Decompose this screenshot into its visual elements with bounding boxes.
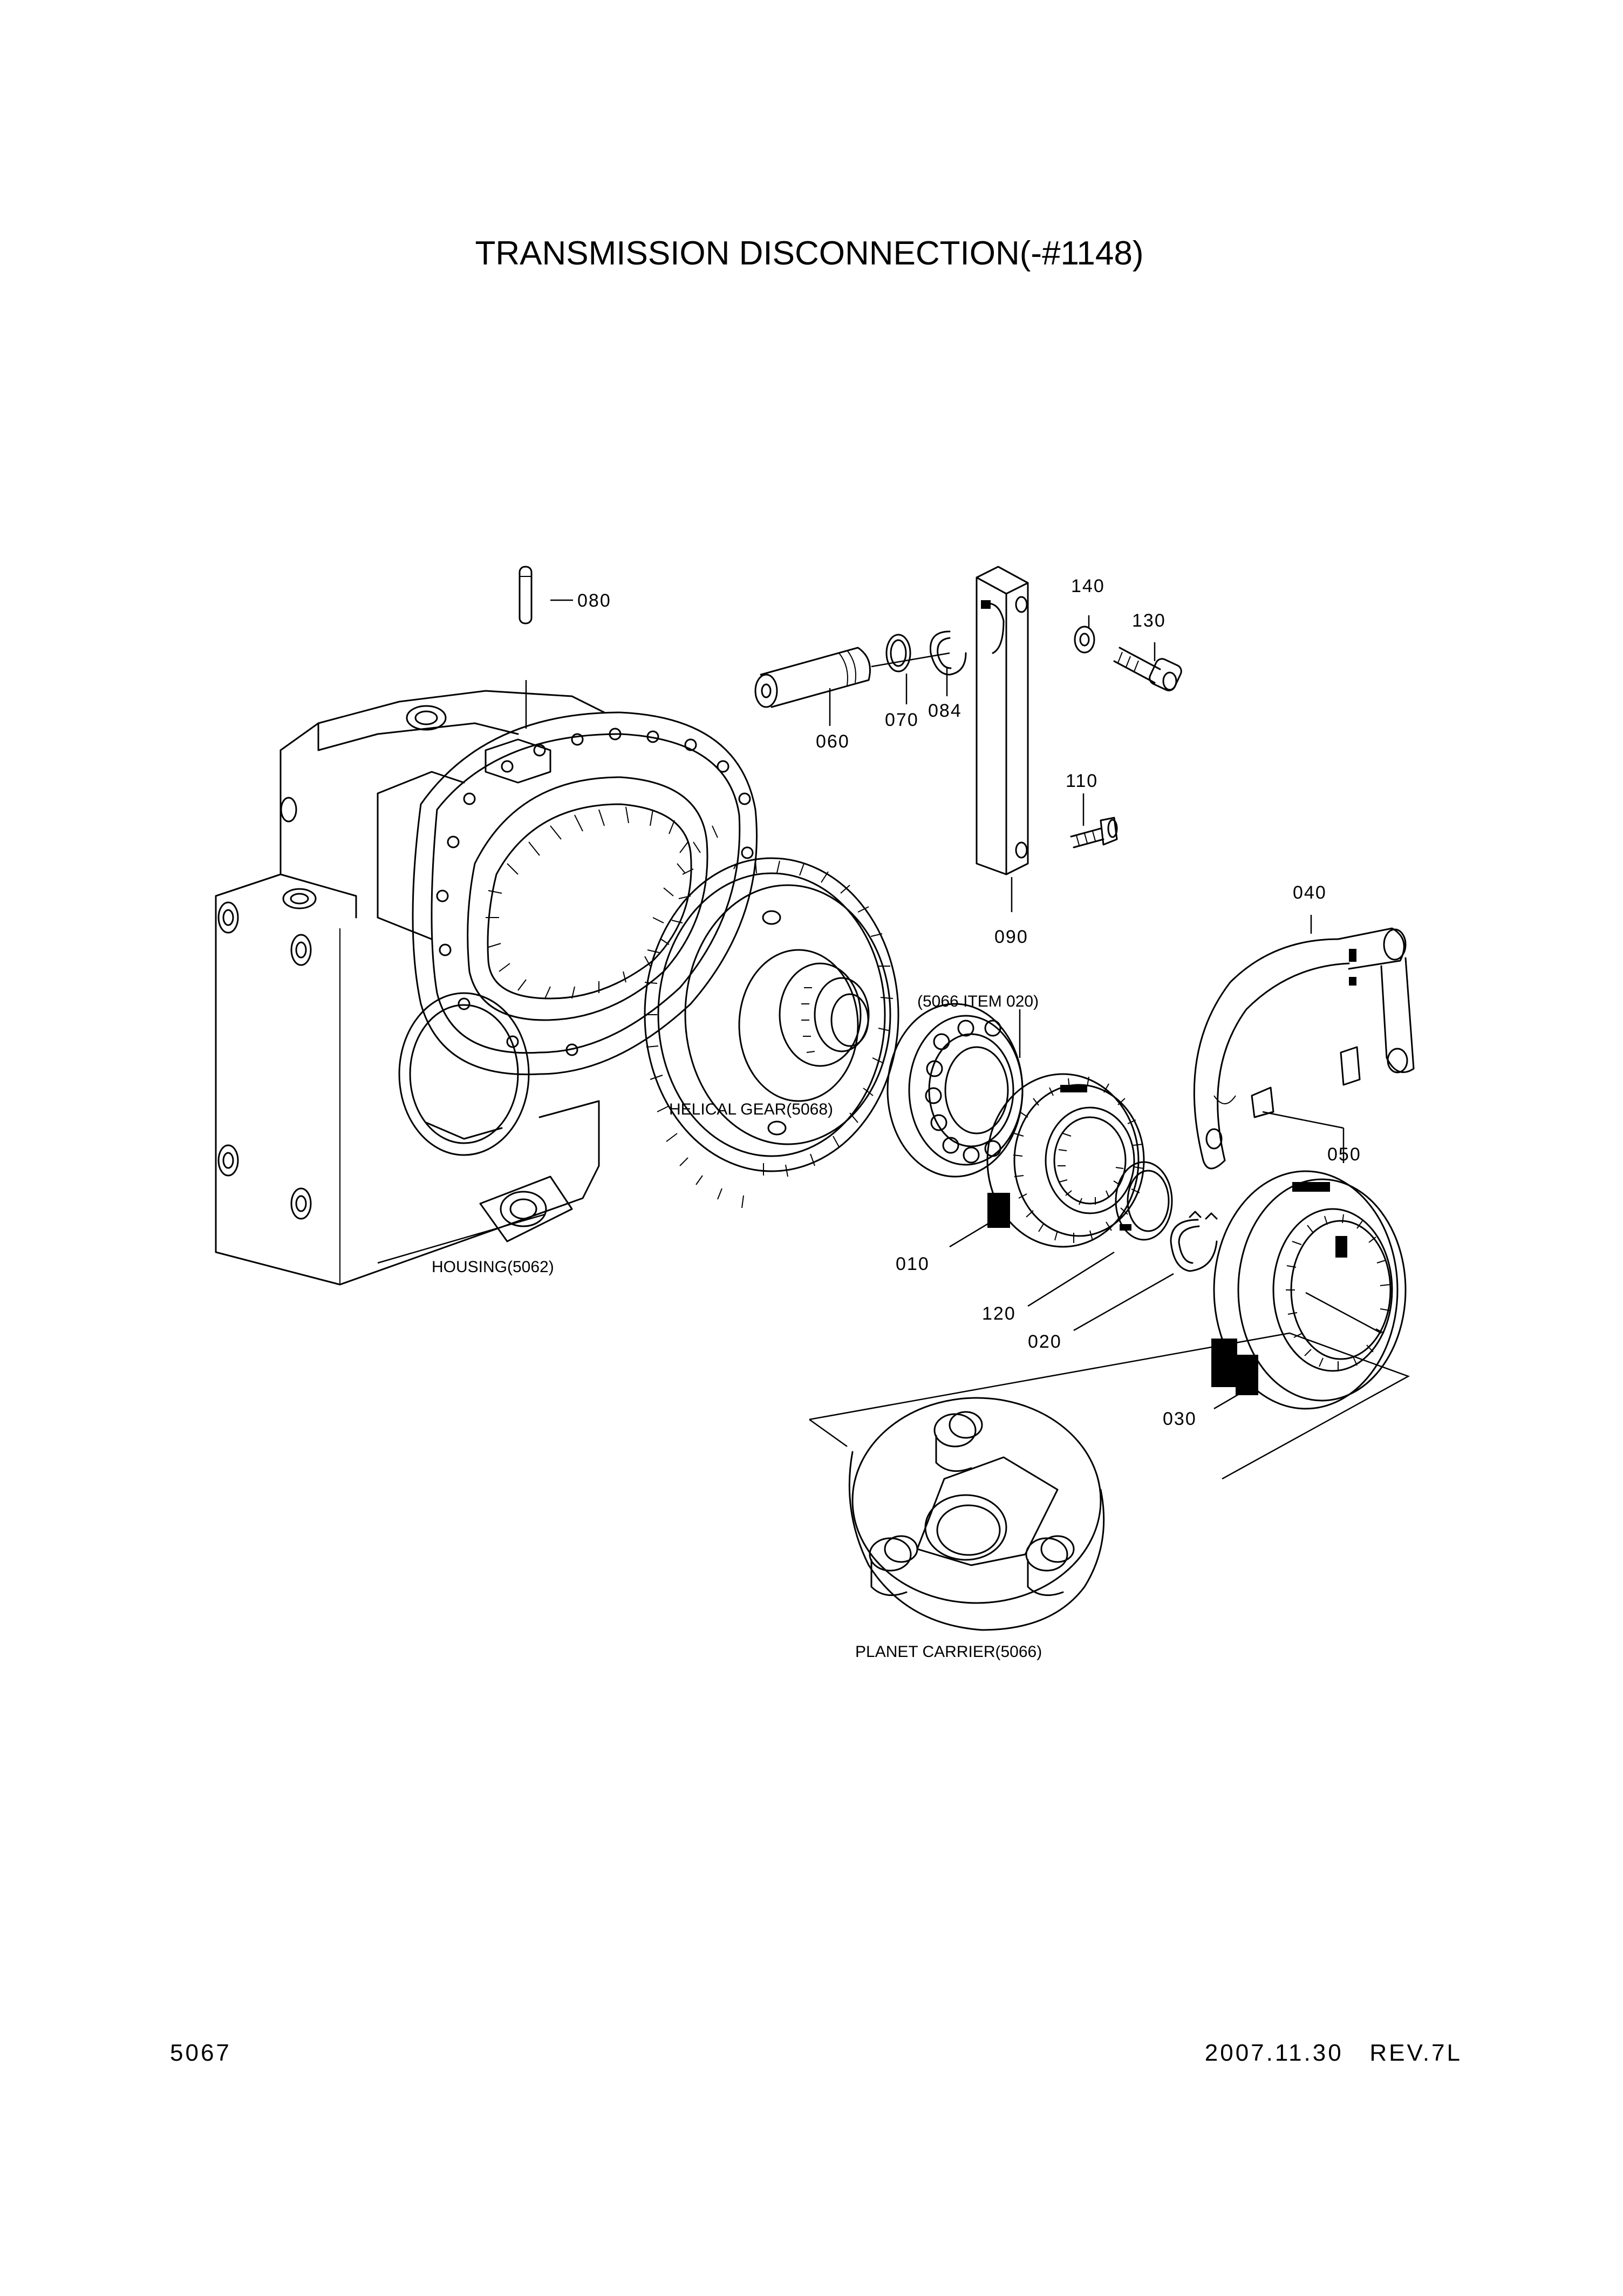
label-helical-gear: HELICAL GEAR(5068) <box>669 1101 833 1118</box>
oring-070-drawing <box>885 634 911 673</box>
label-050: 050 <box>1327 1144 1361 1165</box>
ring-020-drawing <box>1170 1211 1218 1272</box>
hub-010-drawing <box>986 1073 1145 1248</box>
label-040: 040 <box>1293 882 1327 903</box>
label-110: 110 <box>1066 771 1098 791</box>
label-080: 080 <box>577 590 611 611</box>
label-bearing-ref: (5066 ITEM 020) <box>917 993 1039 1010</box>
label-planet-carrier: PLANET CARRIER(5066) <box>855 1643 1042 1661</box>
leader-lines <box>377 599 1382 1410</box>
ring-120-drawing <box>1115 1161 1173 1241</box>
sleeve-030-drawing <box>1211 1170 1407 1410</box>
label-070: 070 <box>885 710 919 730</box>
helical-gear-drawing <box>644 825 899 1208</box>
label-084: 084 <box>928 701 962 721</box>
screw-110-drawing <box>1070 817 1118 848</box>
housing-drawing <box>215 690 605 1286</box>
washer-140-drawing <box>1074 626 1095 654</box>
snap-ring-084-drawing <box>929 630 967 676</box>
label-020: 020 <box>1028 1332 1062 1352</box>
page-title: TRANSMISSION DISCONNECTION(-#1148) <box>475 235 1143 272</box>
label-090: 090 <box>994 927 1028 947</box>
label-010: 010 <box>896 1254 930 1274</box>
shaft-060-drawing <box>754 647 871 708</box>
planet-carrier-drawing <box>848 1397 1105 1631</box>
bolt-130-drawing <box>1113 647 1182 691</box>
fork-040-drawing <box>1193 927 1415 1170</box>
page-number: 5067 <box>170 2040 231 2066</box>
label-130: 130 <box>1132 610 1166 631</box>
ring-flange-drawing <box>412 711 758 1076</box>
lever-090-drawing <box>976 566 1029 875</box>
assembly-bracket-line <box>809 1332 1410 1480</box>
label-140: 140 <box>1071 576 1105 596</box>
label-120: 120 <box>982 1303 1016 1324</box>
label-housing: HOUSING(5062) <box>432 1258 554 1276</box>
bearing-drawing <box>886 1003 1024 1178</box>
label-030: 030 <box>1163 1409 1197 1429</box>
date-revision: 2007.11.30 REV.7L <box>1205 2040 1462 2066</box>
pin-080-drawing <box>519 566 533 624</box>
label-060: 060 <box>816 731 850 752</box>
